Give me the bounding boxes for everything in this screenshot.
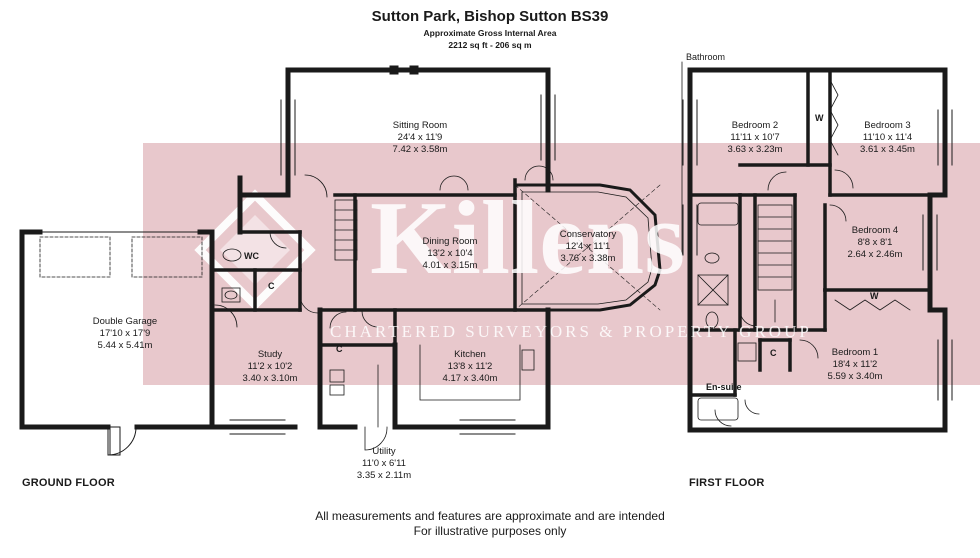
room-utility: Utility 11'0 x 6'11 3.35 x 2.11m xyxy=(334,446,434,482)
room-bedroom-4: Bedroom 4 8'8 x 8'1 2.64 x 2.46m xyxy=(830,225,920,261)
ground-floor-label: GROUND FLOOR xyxy=(22,477,115,489)
room-dims-imperial: 13'8 x 11'2 xyxy=(447,361,493,372)
room-conservatory: Conservatory 12'4 x 11'1 3.76 x 3.38m xyxy=(538,229,638,265)
room-name: Kitchen xyxy=(454,349,486,360)
room-dims-metric: 7.42 x 3.58m xyxy=(392,144,448,155)
room-kitchen: Kitchen 13'8 x 11'2 4.17 x 3.40m xyxy=(420,349,520,385)
first-floor-interior-walls xyxy=(688,68,932,397)
room-dims-metric: 3.61 x 3.45m xyxy=(860,144,915,155)
ground-floor-walls xyxy=(209,67,551,430)
wardrobe-label-1: W xyxy=(815,113,824,123)
room-bedroom-3: Bedroom 3 11'10 x 11'4 3.61 x 3.45m xyxy=(840,120,935,156)
ground-floor-stairs xyxy=(334,199,358,261)
room-dims-metric: 4.01 x 3.15m xyxy=(422,260,478,271)
room-dims-imperial: 11'2 x 10'2 xyxy=(247,361,293,372)
room-dims-metric: 4.17 x 3.40m xyxy=(442,373,498,384)
room-double-garage: Double Garage 17'10 x 17'9 5.44 x 5.41m xyxy=(70,316,180,352)
watermark-band xyxy=(143,143,980,385)
room-dims-imperial: 17'10 x 17'9 xyxy=(99,328,151,339)
room-bedroom-1: Bedroom 1 18'4 x 11'2 5.59 x 3.40m xyxy=(805,347,905,383)
disclaimer-line-2: For illustrative purposes only xyxy=(413,524,567,538)
ensuite-label: En-suite xyxy=(706,382,742,392)
first-floor-fixtures xyxy=(697,202,757,421)
room-study: Study 11'2 x 10'2 3.40 x 3.10m xyxy=(220,349,320,385)
first-floor-label: FIRST FLOOR xyxy=(689,477,765,489)
room-dims-imperial: 11'11 x 10'7 xyxy=(730,132,780,143)
plan-area: 2212 sq ft - 206 sq m xyxy=(448,40,532,50)
room-dims-metric: 3.63 x 3.23m xyxy=(727,144,783,155)
room-name: Utility xyxy=(372,446,396,457)
wardrobe-label-2: W xyxy=(870,291,879,301)
room-dims-imperial: 11'10 x 11'4 xyxy=(862,132,913,143)
room-dims-metric: 3.35 x 2.11m xyxy=(356,470,412,481)
plan-title: Sutton Park, Bishop Sutton BS39 xyxy=(371,8,609,25)
cupboard-label-gf-1: C xyxy=(268,281,275,291)
room-name: Dining Room xyxy=(422,236,478,247)
room-name: Bedroom 4 xyxy=(851,225,899,236)
room-name: Double Garage xyxy=(92,316,158,327)
room-name: Bedroom 2 xyxy=(731,120,779,131)
room-dims-imperial: 18'4 x 11'2 xyxy=(832,359,878,370)
cupboard-label-gf-2: C xyxy=(336,344,343,354)
room-dims-imperial: 8'8 x 8'1 xyxy=(857,237,893,248)
bathroom-label: Bathroom xyxy=(686,52,726,62)
room-name: Bedroom 1 xyxy=(831,347,879,358)
plan-subtitle: Approximate Gross Internal Area xyxy=(423,28,557,38)
room-name: Bedroom 3 xyxy=(864,120,911,131)
room-dims-imperial: 12'4 x 11'1 xyxy=(565,241,611,252)
wc-label: WC xyxy=(244,251,259,261)
ground-floor-doors xyxy=(214,165,554,451)
room-name: Study xyxy=(257,349,283,360)
room-dims-metric: 5.59 x 3.40m xyxy=(827,371,883,382)
wardrobe-doors xyxy=(829,79,911,311)
room-dims-imperial: 11'0 x 6'11 xyxy=(362,458,406,469)
cupboard-label-ff: C xyxy=(770,348,777,358)
watermark-brand: Killens xyxy=(370,179,686,296)
room-name: Conservatory xyxy=(559,229,617,240)
room-dims-metric: 2.64 x 2.46m xyxy=(847,249,903,260)
room-bedroom-2: Bedroom 2 11'11 x 10'7 3.63 x 3.23m xyxy=(710,120,800,156)
watermark-tagline: CHARTERED SURVEYORS & PROPERTY GROUP xyxy=(330,322,812,341)
room-dims-imperial: 24'4 x 11'9 xyxy=(397,132,443,143)
room-sitting-room: Sitting Room 24'4 x 11'9 7.42 x 3.58m xyxy=(370,120,470,156)
room-dining-room: Dining Room 13'2 x 10'4 4.01 x 3.15m xyxy=(400,236,500,272)
ground-floor-fixtures xyxy=(221,248,535,428)
room-dims-metric: 3.40 x 3.10m xyxy=(242,373,298,384)
room-name: Sitting Room xyxy=(392,120,448,131)
room-dims-imperial: 13'2 x 10'4 xyxy=(427,248,473,259)
disclaimer-line-1: All measurements and features are approx… xyxy=(315,509,665,523)
conservatory-walls xyxy=(513,183,662,312)
room-dims-metric: 5.44 x 5.41m xyxy=(97,340,153,351)
first-floor-stairs xyxy=(757,204,793,323)
room-dims-metric: 3.76 x 3.38m xyxy=(560,253,616,264)
